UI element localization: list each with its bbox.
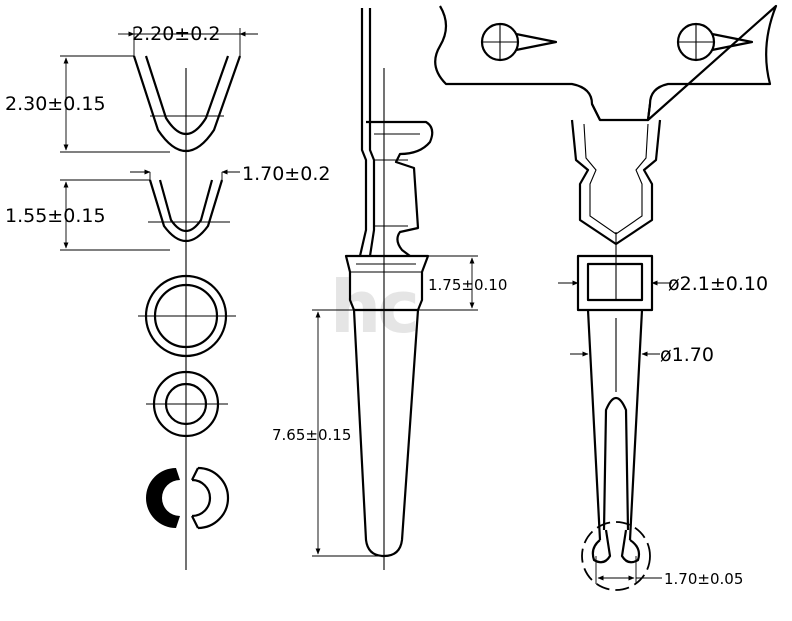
watermark-logo: hc bbox=[330, 265, 416, 349]
pin-slot bbox=[602, 396, 630, 531]
dim-mid-height: 1.55±0.15 bbox=[5, 205, 106, 227]
pilot-hole-right bbox=[676, 22, 754, 62]
cross-section-view: 2.20±0.2 2.30±0.15 1.70±0.2 1.55±0.15 bbox=[5, 23, 330, 570]
front-collar bbox=[576, 254, 654, 312]
carrier-strip bbox=[434, 4, 778, 122]
tip-detail-circle bbox=[581, 521, 651, 591]
top-u-section-inner bbox=[144, 55, 230, 136]
pin-tip bbox=[591, 529, 641, 564]
dim-pin-dia: ø1.70 bbox=[660, 344, 714, 366]
dim-collar-height: 1.75±0.10 bbox=[428, 276, 507, 294]
side-crimp-wings bbox=[366, 120, 434, 257]
tip-section-right bbox=[191, 466, 230, 530]
dim-mid-width: 1.70±0.2 bbox=[242, 163, 330, 185]
dim-tip-width: 1.70±0.05 bbox=[664, 570, 743, 588]
side-view: 1.75±0.10 7.65±0.15 bbox=[272, 8, 507, 570]
dim-top-height: 2.30±0.15 bbox=[5, 93, 106, 115]
front-pin-body bbox=[586, 309, 644, 541]
side-carrier bbox=[358, 8, 376, 257]
front-view: ø2.1±0.10 ø1.70 1.70±0.05 bbox=[434, 4, 778, 591]
mid-u-section bbox=[148, 179, 224, 242]
dim-pin-length: 7.65±0.15 bbox=[272, 426, 351, 444]
pilot-hole-left bbox=[480, 22, 558, 62]
tip-section-left bbox=[146, 468, 180, 528]
mid-u-section-inner bbox=[158, 179, 214, 233]
dim-collar-dia: ø2.1±0.10 bbox=[668, 273, 768, 295]
top-u-section bbox=[132, 55, 242, 153]
dim-top-width: 2.20±0.2 bbox=[132, 23, 220, 45]
